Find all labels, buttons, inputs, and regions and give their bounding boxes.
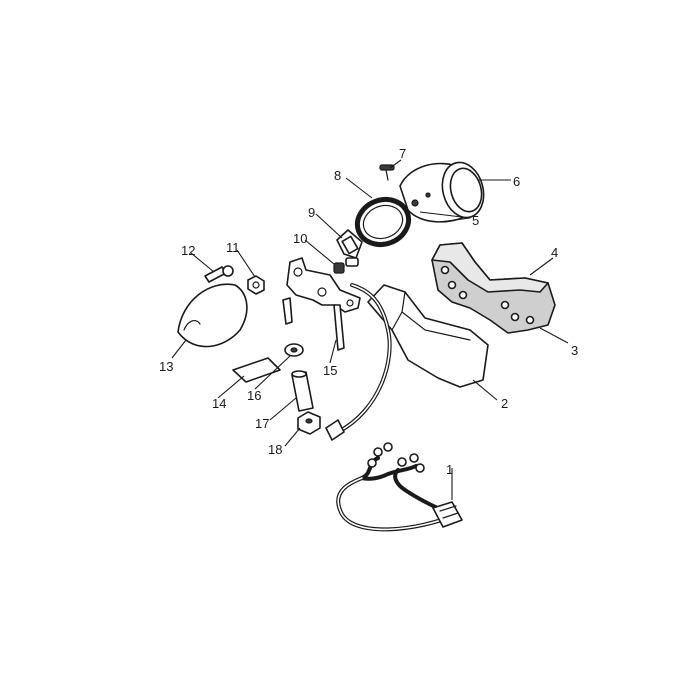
leader-lines bbox=[171, 159, 569, 500]
callout-8: 8 bbox=[334, 168, 341, 183]
part-13-cover-cap bbox=[177, 283, 248, 348]
callout-11: 11 bbox=[226, 240, 240, 255]
part-6-gauge-housing bbox=[399, 161, 485, 223]
callout-4: 4 bbox=[551, 245, 558, 260]
callout-labels: 1 2 3 4 5 6 7 8 9 10 11 12 13 14 15 16 1… bbox=[159, 146, 578, 477]
callout-1: 1 bbox=[446, 462, 453, 477]
callout-15: 15 bbox=[323, 363, 337, 378]
part-2-bracket-plate bbox=[367, 284, 489, 388]
part-18-nut bbox=[297, 411, 321, 435]
part-10-fitting bbox=[333, 257, 359, 274]
callout-5: 5 bbox=[472, 213, 479, 228]
callout-14: 14 bbox=[212, 396, 226, 411]
callout-18: 18 bbox=[268, 442, 282, 457]
part-8-bezel-ring bbox=[354, 196, 412, 248]
part-17-spacer-tube bbox=[291, 370, 314, 412]
part-11-nut bbox=[247, 275, 265, 295]
callout-17: 17 bbox=[255, 416, 269, 431]
part-14-gasket bbox=[232, 357, 281, 383]
callout-13: 13 bbox=[159, 359, 173, 374]
callout-2: 2 bbox=[501, 396, 508, 411]
callout-7: 7 bbox=[399, 146, 406, 161]
callout-10: 10 bbox=[293, 231, 307, 246]
callout-16: 16 bbox=[247, 388, 261, 403]
callout-12: 12 bbox=[181, 243, 195, 258]
part-12-bolt bbox=[204, 265, 234, 283]
part-9-angle-fitting bbox=[336, 229, 363, 259]
part-3-4-mounting-plate bbox=[431, 242, 556, 334]
callout-3: 3 bbox=[571, 343, 578, 358]
callout-6: 6 bbox=[513, 174, 520, 189]
part-16-grommet bbox=[284, 343, 304, 357]
callout-9: 9 bbox=[308, 205, 315, 220]
part-1-wiring-harness bbox=[336, 442, 463, 532]
part-7-screw bbox=[379, 164, 395, 181]
part-cable bbox=[325, 283, 392, 441]
part-15-main-bracket bbox=[282, 257, 361, 351]
